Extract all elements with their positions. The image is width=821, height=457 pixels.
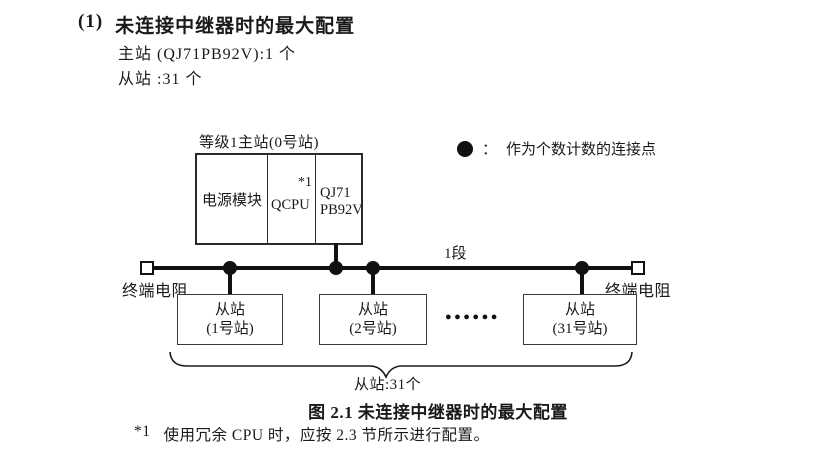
terminator-left-label: 终端电阻 — [122, 283, 189, 300]
qj71pb92v-cell: QJ71 PB92V — [315, 155, 363, 243]
slave31-label: 从站 — [564, 301, 595, 318]
pb92v-label: PB92V — [320, 202, 363, 218]
bus-line — [152, 266, 634, 270]
legend-separator: ： — [482, 142, 498, 158]
master-count-line: 主站 (QJ71PB92V):1 个 — [118, 46, 297, 63]
segment-label: 1段 — [444, 246, 467, 262]
slave-count-line: 从站 :31 个 — [118, 71, 203, 88]
qj71-label: QJ71 — [320, 185, 351, 201]
slave1-box: 从站 (1号站) — [177, 294, 283, 345]
footnote: *1 使用冗余 CPU 时，应按 2.3 节所示进行配置。 — [134, 423, 490, 445]
terminator-right-icon — [631, 261, 645, 275]
footnote-ref: *1 — [298, 175, 312, 190]
connection-point-icon — [457, 140, 473, 157]
footnote-text: 使用冗余 CPU 时，应按 2.3 节所示进行配置。 — [163, 427, 490, 444]
slave2-station-number: (2号站) — [349, 320, 397, 337]
master-station-box: 电源模块 *1 QCPU QJ71 PB92V — [195, 153, 363, 245]
section-heading: (1) 未连接中继器时的最大配置 — [78, 11, 355, 38]
legend: ： 作为个数计数的连接点 — [457, 138, 656, 159]
qcpu-label: QCPU — [271, 197, 310, 213]
connection-dot — [366, 261, 380, 275]
slave1-station-number: (1号站) — [206, 320, 254, 337]
master-station-label: 等级1主站(0号站) — [199, 135, 319, 151]
slave1-label: 从站 — [214, 301, 245, 318]
figure-caption: 图 2.1 未连接中继器时的最大配置 — [308, 403, 568, 422]
slave2-box: 从站 (2号站) — [319, 294, 427, 345]
slave2-label: 从站 — [357, 301, 388, 318]
legend-text: 作为个数计数的连接点 — [506, 142, 657, 158]
footnote-marker: *1 — [134, 423, 151, 440]
connection-dot — [575, 261, 589, 275]
slave31-drop-line — [580, 268, 584, 296]
section-title: 未连接中继器时的最大配置 — [115, 16, 356, 37]
power-module-cell: 电源模块 — [201, 192, 262, 209]
ellipsis-dots: ●●●●●● — [445, 311, 500, 323]
slave2-drop-line — [371, 268, 375, 296]
connection-dot — [329, 261, 343, 275]
master-drop-line — [334, 243, 338, 269]
brace-graphic — [169, 351, 633, 379]
connection-dot — [223, 261, 237, 275]
section-number: (1) — [78, 11, 104, 32]
qcpu-cell: *1 QCPU — [267, 155, 315, 243]
slave31-station-number: (31号站) — [552, 320, 608, 337]
slave31-box: 从站 (31号站) — [523, 294, 637, 345]
slave1-drop-line — [228, 268, 232, 296]
brace-label: 从站:31个 — [354, 377, 422, 393]
terminator-left-icon — [140, 261, 154, 275]
